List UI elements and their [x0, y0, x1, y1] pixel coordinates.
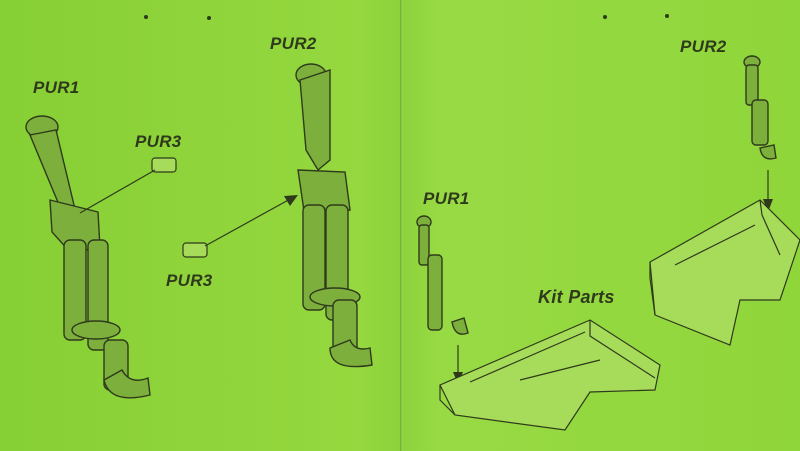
label-pur3-top: PUR3: [135, 132, 182, 151]
punch-hole: [603, 15, 607, 19]
pur2-strut-center: [295, 63, 373, 368]
punch-hole: [665, 14, 669, 18]
pur3-part-top: [79, 157, 177, 214]
pur1-strut-left: [25, 115, 151, 399]
label-pur2-right: PUR2: [680, 37, 727, 56]
wheel-well-kit-part-upper: [649, 199, 800, 346]
pur2-strut-right: [743, 55, 777, 212]
label-kit-parts: Kit Parts: [538, 287, 615, 307]
punch-hole: [144, 15, 148, 19]
pur3-part-bottom: [182, 195, 298, 258]
pur1-strut-right: [416, 215, 469, 384]
label-pur1-right: PUR1: [423, 189, 470, 208]
label-pur1-left: PUR1: [33, 78, 80, 97]
label-pur2-center: PUR2: [270, 34, 317, 53]
punch-hole: [207, 16, 211, 20]
page-fold: [400, 0, 403, 451]
wheel-well-kit-part-lower: [439, 319, 661, 431]
label-pur3-bottom: PUR3: [166, 271, 213, 290]
